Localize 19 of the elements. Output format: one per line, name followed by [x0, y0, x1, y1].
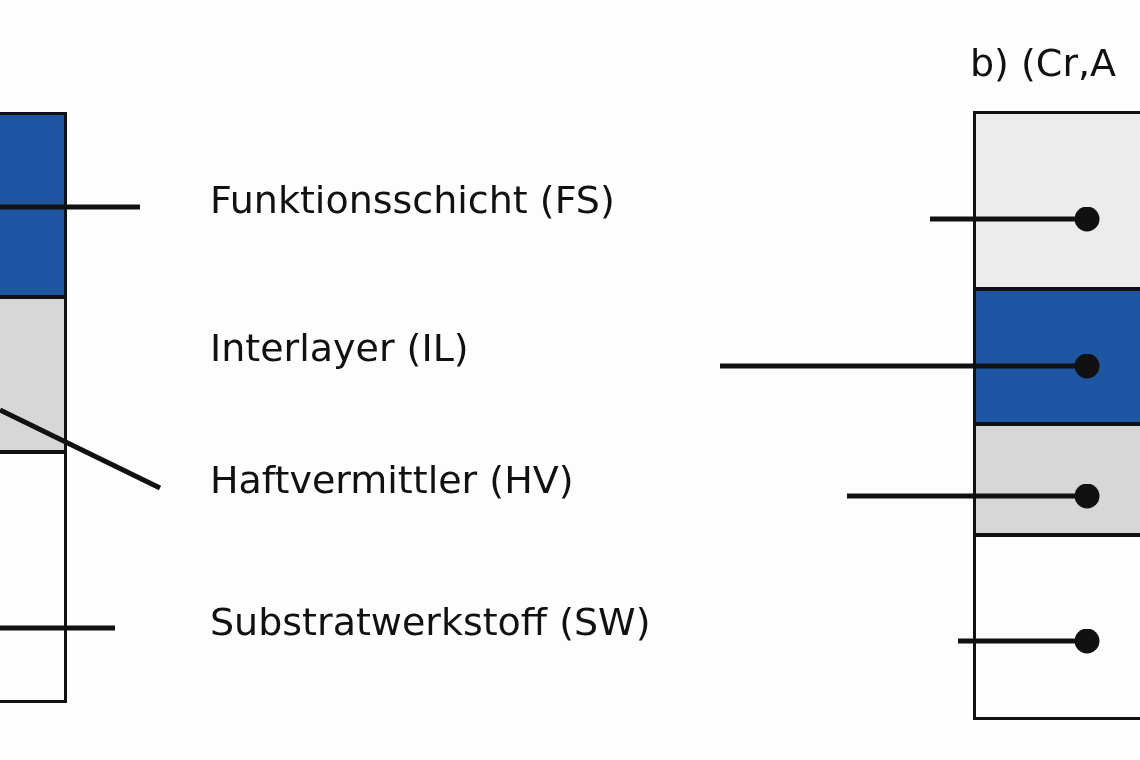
layer-band [973, 111, 1140, 290]
layer-band [973, 423, 1140, 536]
leader-line [0, 407, 162, 491]
layer-band [0, 296, 67, 453]
leader-line [930, 206, 1100, 232]
leader-line [720, 353, 1100, 379]
panel-title: b) (Cr,A [970, 44, 1117, 82]
layer-label: Haftvermittler (HV) [210, 461, 574, 499]
leader-line [958, 628, 1100, 654]
layer-band [973, 288, 1140, 425]
leader-line [0, 204, 140, 210]
layer-label: Substratwerkstoff (SW) [210, 603, 651, 641]
leader-line [0, 625, 115, 631]
layer-label: Funktionsschicht (FS) [210, 181, 615, 219]
layer-band [973, 534, 1140, 720]
leader-line [847, 483, 1100, 509]
layer-band [0, 112, 67, 298]
layer-label: Interlayer (IL) [210, 329, 469, 367]
layer-band [0, 451, 67, 703]
